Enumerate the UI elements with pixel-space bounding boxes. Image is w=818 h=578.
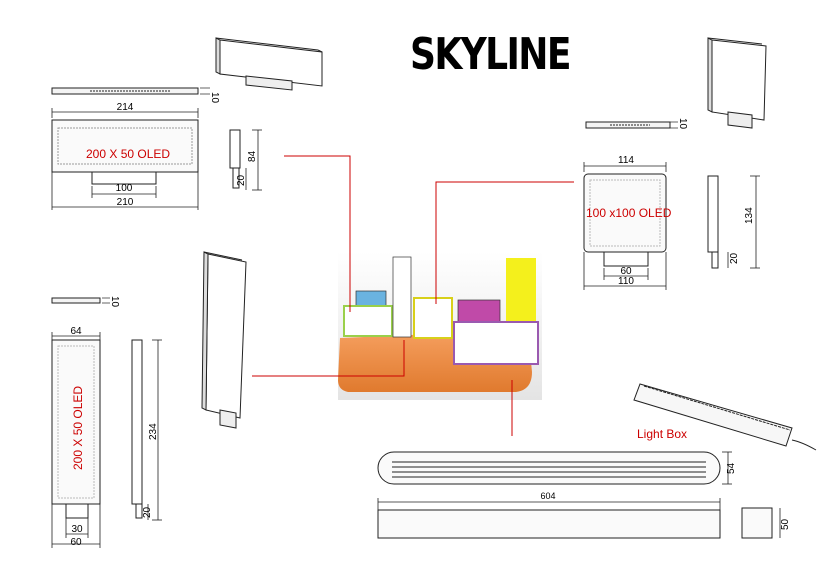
dim-20-top: 20: [236, 174, 247, 186]
dim-60-vertical: 60: [70, 537, 82, 548]
dim-30: 30: [71, 524, 83, 535]
unit-100x100: [583, 37, 767, 290]
front-view-vertical: [51, 332, 101, 548]
leader-vertical-unit: [252, 340, 405, 377]
light-box: [377, 383, 817, 539]
front-view-square: [583, 162, 667, 290]
dim-114: 114: [618, 155, 634, 166]
label-oled-200x50-top: 200 X 50 OLED: [86, 147, 170, 161]
iso-sketch-horizontal: [215, 37, 323, 91]
top-view-horizontal: [51, 87, 210, 95]
label-oled-200x50-vertical: 200 X 50 OLED: [71, 386, 85, 470]
top-view-vertical: [51, 297, 110, 304]
leader-square-unit: [435, 181, 574, 304]
yellow-screen: [506, 258, 536, 330]
dim-110: 110: [618, 276, 634, 287]
dim-20-square: 20: [729, 252, 740, 264]
front-view-horizontal: [51, 108, 199, 210]
leader-horizontal-unit: [284, 155, 351, 312]
side-view-vertical: [131, 339, 162, 521]
unit-200x50-horizontal: [51, 37, 323, 210]
iso-sketch-vertical: [201, 251, 247, 429]
dim-234: 234: [148, 423, 159, 440]
dim-214: 214: [117, 102, 134, 113]
side-view-square: [707, 175, 760, 269]
dim-10-vertical: 10: [109, 296, 120, 308]
small-white-screen: [343, 305, 393, 337]
dim-210: 210: [117, 197, 134, 208]
dim-84: 84: [247, 150, 258, 162]
iso-sketch-square: [707, 37, 767, 129]
dim-20-vertical: 20: [142, 506, 153, 518]
light-box-side: [377, 498, 781, 539]
light-box-front: [377, 451, 732, 485]
dim-100: 100: [116, 183, 133, 194]
square-white-screen: [413, 297, 453, 339]
dim-604: 604: [540, 491, 555, 501]
page-title: SKYLINE: [410, 29, 571, 80]
label-light-box: Light Box: [637, 427, 687, 441]
dim-10-top: 10: [209, 92, 220, 104]
side-view-horizontal: [229, 129, 262, 191]
color-render: [338, 252, 542, 400]
dim-54: 54: [726, 462, 737, 474]
dim-134: 134: [744, 207, 755, 224]
label-oled-100x100: 100 x100 OLED: [586, 206, 672, 220]
top-view-square: [585, 121, 678, 129]
tall-white-screen: [392, 256, 412, 338]
dim-50: 50: [780, 518, 791, 530]
leader-lines: [252, 155, 574, 436]
dim-60-square: 60: [620, 266, 632, 277]
dim-10-square: 10: [677, 118, 688, 130]
dim-64: 64: [70, 326, 82, 337]
light-box-sketch: [633, 383, 817, 451]
front-white-screen: [453, 321, 539, 365]
unit-200x50-vertical: [51, 251, 247, 548]
